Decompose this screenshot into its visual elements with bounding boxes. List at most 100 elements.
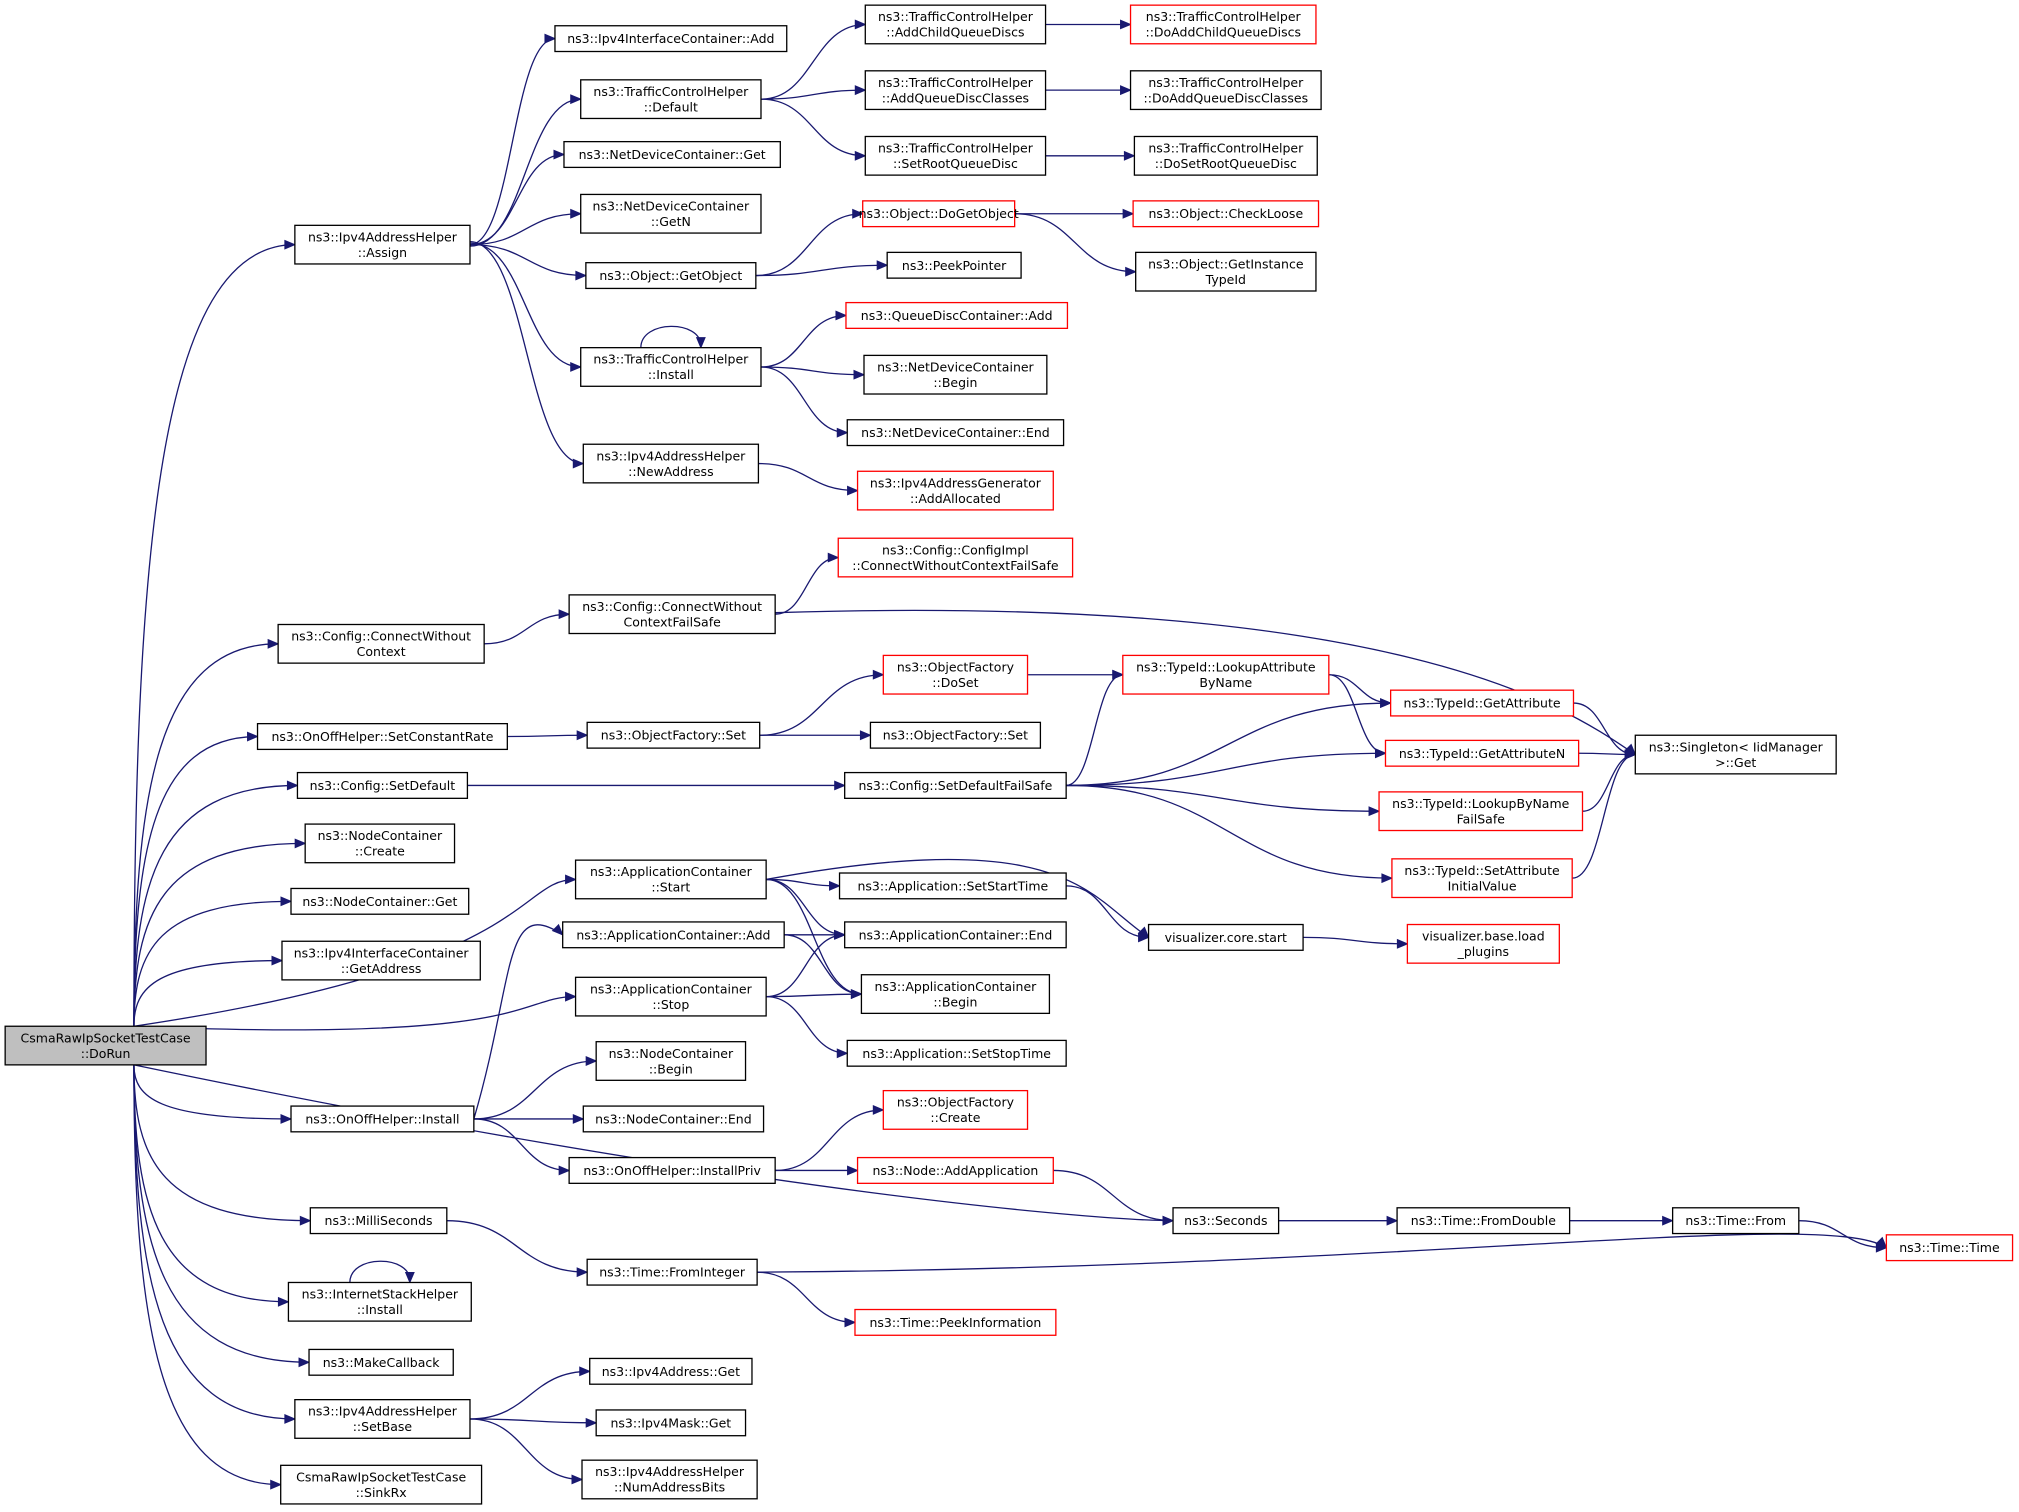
node-label: ns3::TrafficControlHelper — [878, 141, 1034, 156]
edge-n34-to-n35 — [467, 780, 846, 791]
function-node[interactable]: ns3::TrafficControlHelper::DoSetRootQueu… — [1133, 135, 1318, 176]
edge-arrowhead — [695, 337, 706, 349]
function-node[interactable]: ns3::TrafficControlHelper::SetRootQueueD… — [864, 135, 1047, 176]
function-node[interactable]: ns3::Config::SetDefault — [296, 771, 469, 799]
function-node[interactable]: ns3::Object::DoGetObject — [859, 200, 1019, 228]
function-node[interactable]: ns3::ApplicationContainer::Stop — [574, 976, 767, 1017]
edge-line — [133, 842, 306, 1027]
function-node[interactable]: ns3::Ipv4AddressHelper::NewAddress — [582, 443, 760, 484]
function-node[interactable]: ns3::PeekPointer — [886, 251, 1022, 279]
function-node[interactable]: ns3::ObjectFactory::DoSet — [882, 654, 1029, 695]
node-label: ns3::Config::SetDefault — [310, 778, 456, 793]
edge-arrowhead — [576, 730, 589, 741]
function-node[interactable]: ns3::MakeCallback — [308, 1348, 454, 1376]
node-box — [845, 301, 1069, 329]
node-label: ::DoAddChildQueueDiscs — [1145, 25, 1301, 40]
function-node[interactable]: ns3::Time::FromInteger — [586, 1258, 758, 1286]
function-node[interactable]: ns3::NodeContainer::Get — [290, 887, 470, 915]
function-node[interactable]: ns3::Ipv4AddressHelper::NumAddressBits — [581, 1459, 758, 1500]
function-node[interactable]: ns3::Config::SetDefaultFailSafe — [844, 771, 1067, 799]
function-node[interactable]: ns3::ObjectFactory::Set — [586, 721, 761, 749]
function-node[interactable]: ns3::ApplicationContainer::End — [844, 921, 1067, 949]
function-node[interactable]: ns3::TrafficControlHelper::AddChildQueue… — [864, 4, 1047, 45]
function-node[interactable]: ns3::NetDeviceContainer::End — [846, 419, 1065, 447]
edge-line — [469, 1418, 597, 1424]
function-node[interactable]: ns3::Ipv4InterfaceContainer::GetAddress — [281, 940, 481, 981]
function-node[interactable]: ns3::MilliSeconds — [309, 1207, 448, 1235]
function-node[interactable]: ns3::InternetStackHelper::Install — [287, 1281, 472, 1322]
function-node[interactable]: ns3::NetDeviceContainer::Begin — [863, 354, 1048, 395]
edge-arrowhead — [1368, 806, 1381, 817]
function-node[interactable]: ns3::NetDeviceContainer::Get — [563, 140, 781, 169]
node-label: ns3::TrafficControlHelper — [593, 352, 749, 367]
node-box — [846, 1039, 1067, 1067]
function-node[interactable]: ns3::TypeId::GetAttribute — [1389, 689, 1575, 717]
edge-arrowhead — [847, 485, 859, 496]
function-node[interactable]: ns3::QueueDiscContainer::Add — [845, 301, 1069, 329]
edge-n50-to-n53 — [473, 1118, 571, 1176]
function-node[interactable]: ns3::Ipv4Mask::Get — [595, 1409, 747, 1437]
function-node[interactable]: ns3::ObjectFactory::Set — [869, 721, 1042, 749]
edge-n28-to-n33 — [759, 730, 872, 741]
edge-arrowhead — [835, 310, 848, 321]
function-node[interactable]: ns3::OnOffHelper::Install — [290, 1105, 475, 1133]
function-node[interactable]: ns3::Ipv4AddressHelper::Assign — [294, 224, 471, 265]
function-node[interactable]: ns3::TrafficControlHelper::Default — [580, 79, 762, 120]
function-node[interactable]: ns3::Object::CheckLoose — [1132, 200, 1320, 228]
function-node[interactable]: ns3::OnOffHelper::SetConstantRate — [256, 722, 508, 751]
function-node[interactable]: ns3::Ipv4AddressGenerator::AddAllocated — [856, 470, 1054, 511]
function-node[interactable]: ns3::Ipv4InterfaceContainer::Add — [554, 25, 788, 53]
function-node[interactable]: ns3::Object::GetObject — [585, 262, 757, 290]
node-label: ns3::Ipv4Address::Get — [602, 1364, 740, 1379]
function-node[interactable]: ns3::Seconds — [1172, 1207, 1280, 1235]
function-node[interactable]: CsmaRawIpSocketTestCase::SinkRx — [280, 1464, 483, 1505]
function-node[interactable]: ns3::TrafficControlHelper::AddQueueDiscC… — [864, 70, 1047, 111]
node-box — [256, 722, 508, 751]
function-node[interactable]: ns3::Config::ConnectWithoutContextFailSa… — [568, 594, 776, 635]
function-node[interactable]: ns3::Config::ConnectWithoutContext — [277, 623, 485, 664]
node-label: ns3::NodeContainer — [318, 828, 443, 843]
edge-line — [757, 1233, 1887, 1273]
root-function-node[interactable]: CsmaRawIpSocketTestCase::DoRun — [4, 1025, 207, 1066]
node-box — [1378, 791, 1584, 832]
function-node[interactable]: ns3::Time::FromDouble — [1396, 1207, 1571, 1235]
function-node[interactable]: visualizer.base.load_plugins — [1406, 923, 1560, 964]
node-label: ns3::OnOffHelper::SetConstantRate — [271, 729, 493, 744]
function-node[interactable]: ns3::ObjectFactory::Create — [882, 1089, 1029, 1130]
function-node[interactable]: ns3::Time::From — [1671, 1207, 1800, 1235]
function-node[interactable]: ns3::Time::PeekInformation — [854, 1308, 1057, 1336]
edge-line — [133, 900, 292, 1027]
node-label: ns3::NodeContainer::End — [595, 1111, 751, 1126]
function-node[interactable]: ns3::Ipv4AddressHelper::SetBase — [294, 1399, 471, 1439]
function-node[interactable]: ns3::Node::AddApplication — [856, 1156, 1054, 1184]
function-node[interactable]: ns3::Application::SetStartTime — [838, 872, 1067, 900]
function-node[interactable]: ns3::Singleton< IidManager>::Get — [1634, 734, 1837, 775]
function-node[interactable]: ns3::Config::ConfigImpl::ConnectWithoutC… — [837, 537, 1074, 578]
function-node[interactable]: ns3::NetDeviceContainer::GetN — [580, 193, 762, 234]
edge-line — [1014, 213, 1136, 273]
function-node[interactable]: visualizer.core.start — [1147, 923, 1304, 951]
function-node[interactable]: ns3::TypeId::GetAttributeN — [1384, 739, 1580, 767]
edge-line — [133, 1064, 1174, 1222]
function-node[interactable]: ns3::Application::SetStopTime — [846, 1039, 1067, 1067]
function-node[interactable]: ns3::NodeContainer::Create — [304, 823, 456, 864]
function-node[interactable]: ns3::ApplicationContainer::Add — [562, 921, 785, 949]
function-node[interactable]: ns3::Time::Time — [1885, 1234, 2014, 1262]
function-node[interactable]: ns3::OnOffHelper::InstallPriv — [568, 1156, 776, 1184]
function-node[interactable]: ns3::Ipv4Address::Get — [589, 1357, 753, 1385]
function-node[interactable]: ns3::NodeContainer::Begin — [595, 1041, 747, 1081]
edge-arrowhead — [850, 989, 863, 1000]
node-label: ns3::ApplicationContainer — [875, 979, 1038, 994]
function-node[interactable]: ns3::TrafficControlHelper::Install — [580, 347, 762, 387]
node-box — [863, 354, 1048, 395]
function-node[interactable]: ns3::TrafficControlHelper::DoAddChildQue… — [1129, 4, 1317, 45]
function-node[interactable]: ns3::TrafficControlHelper::DoAddQueueDis… — [1129, 70, 1322, 111]
function-node[interactable]: ns3::ApplicationContainer::Begin — [860, 974, 1051, 1015]
function-node[interactable]: ns3::ApplicationContainer::Start — [574, 859, 767, 900]
node-label: ns3::ObjectFactory — [897, 659, 1015, 674]
function-node[interactable]: ns3::NodeContainer::End — [582, 1105, 765, 1133]
